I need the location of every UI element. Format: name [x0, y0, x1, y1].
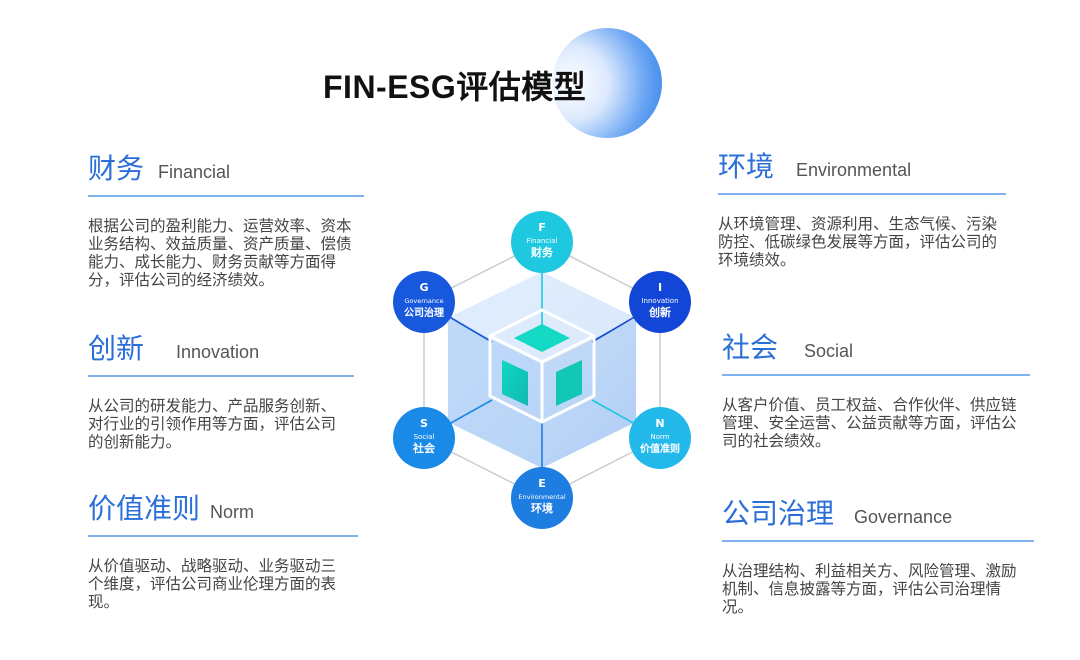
node-social-en: Social	[414, 433, 435, 441]
section-environmental: 环境 Environmental 从环境管理、资源利用、生态气候、污染防控、低碳绿…	[718, 145, 1006, 269]
section-description: 从公司的研发能力、产品服务创新、对行业的引领作用等方面，评估公司的创新能力。	[88, 397, 337, 451]
node-environmental-cn: 环境	[531, 501, 553, 515]
node-governance-circle	[393, 271, 455, 333]
node-financial-circle	[511, 211, 573, 273]
node-environmental: E Environmental 环境	[511, 467, 573, 529]
node-norm-letter: N	[655, 417, 664, 430]
section-divider	[722, 540, 1034, 542]
node-innovation-letter: I	[658, 281, 662, 294]
section-financial: 财务 Financial 根据公司的盈利能力、运营效率、资本业务结构、效益质量、资…	[88, 147, 364, 289]
section-divider	[88, 375, 354, 377]
section-title-cn: 财务	[88, 152, 145, 185]
section-header: 环境 Environmental	[718, 145, 1006, 189]
node-social-circle	[393, 407, 455, 469]
section-governance: 公司治理 Governance 从治理结构、利益相关方、风险管理、激励机制、信息披…	[722, 492, 1034, 616]
section-description: 根据公司的盈利能力、运营效率、资本业务结构、效益质量、资产质量、偿债能力、成长能…	[88, 217, 352, 289]
section-description: 从环境管理、资源利用、生态气候、污染防控、低碳绿色发展等方面，评估公司的环境绩效…	[718, 215, 998, 269]
section-innovation: 创新 Innovation 从公司的研发能力、产品服务创新、对行业的引领作用等方面…	[88, 327, 354, 451]
section-description: 从价值驱动、战略驱动、业务驱动三个维度，评估公司商业伦理方面的表现。	[88, 557, 337, 611]
cube-left-face	[502, 360, 528, 406]
node-innovation-cn: 创新	[648, 305, 671, 319]
node-innovation-circle	[629, 271, 691, 333]
title-decor-circle	[552, 28, 662, 138]
section-header: 社会 Social	[722, 326, 1030, 370]
section-norm: 价值准则 Norm 从价值驱动、战略驱动、业务驱动三个维度，评估公司商业伦理方面的…	[88, 487, 358, 611]
page-title: FIN-ESG评估模型	[323, 69, 587, 105]
node-innovation: I Innovation 创新	[629, 271, 691, 333]
node-social-cn: 社会	[412, 441, 436, 455]
node-norm-en: Norm	[650, 433, 669, 441]
node-innovation-en: Innovation	[641, 297, 678, 305]
node-financial-en: Financial	[527, 237, 558, 245]
section-description: 从客户价值、员工权益、合作伙伴、供应链管理、安全运营、公益贡献等方面，评估公司的…	[722, 396, 1017, 450]
section-title-en: Innovation	[176, 342, 260, 362]
node-social: S Social 社会	[393, 407, 455, 469]
section-header: 公司治理 Governance	[722, 492, 1034, 536]
inner-hexagon-left-face	[448, 318, 542, 468]
section-title-cn: 公司治理	[722, 497, 835, 530]
node-governance: G Governance 公司治理	[393, 271, 455, 333]
section-description: 从治理结构、利益相关方、风险管理、激励机制、信息披露等方面，评估公司治理情况。	[722, 562, 1017, 616]
node-norm: N Norm 价值准则	[629, 407, 691, 469]
section-title-en: Social	[804, 341, 854, 361]
cube-top-face	[514, 324, 570, 352]
node-environmental-en: Environmental	[518, 493, 565, 501]
node-financial: F Financial 财务	[511, 211, 573, 273]
node-governance-letter: G	[419, 281, 428, 294]
node-environmental-circle	[511, 467, 573, 529]
node-norm-circle	[629, 407, 691, 469]
section-header: 创新 Innovation	[88, 327, 354, 371]
section-title-en: Governance	[854, 507, 953, 527]
section-title-cn: 创新	[88, 332, 145, 365]
section-title-cn: 价值准则	[88, 492, 201, 525]
fin-esg-hexagon-diagram: F Financial 财务 I Innovation 创新 N Norm 价值…	[380, 200, 700, 540]
node-governance-en: Governance	[404, 297, 443, 305]
section-social: 社会 Social 从客户价值、员工权益、合作伙伴、供应链管理、安全运营、公益贡献…	[722, 326, 1030, 450]
node-financial-letter: F	[538, 221, 546, 234]
hexagon-svg: F Financial 财务 I Innovation 创新 N Norm 价值…	[393, 211, 691, 529]
node-governance-cn: 公司治理	[404, 306, 444, 319]
node-environmental-letter: E	[538, 477, 546, 490]
section-divider	[722, 374, 1030, 376]
section-title-cn: 环境	[718, 150, 775, 183]
section-divider	[88, 535, 358, 537]
section-title-cn: 社会	[722, 331, 779, 364]
node-norm-cn: 价值准则	[640, 442, 680, 455]
node-financial-cn: 财务	[530, 245, 554, 259]
section-divider	[88, 195, 364, 197]
section-title-en: Environmental	[796, 160, 912, 180]
section-title-en: Financial	[158, 162, 231, 182]
section-header: 财务 Financial	[88, 147, 364, 191]
section-divider	[718, 193, 1006, 195]
node-social-letter: S	[420, 417, 428, 430]
section-title-en: Norm	[210, 502, 255, 522]
section-header: 价值准则 Norm	[88, 487, 358, 531]
cube-right-face	[556, 360, 582, 406]
